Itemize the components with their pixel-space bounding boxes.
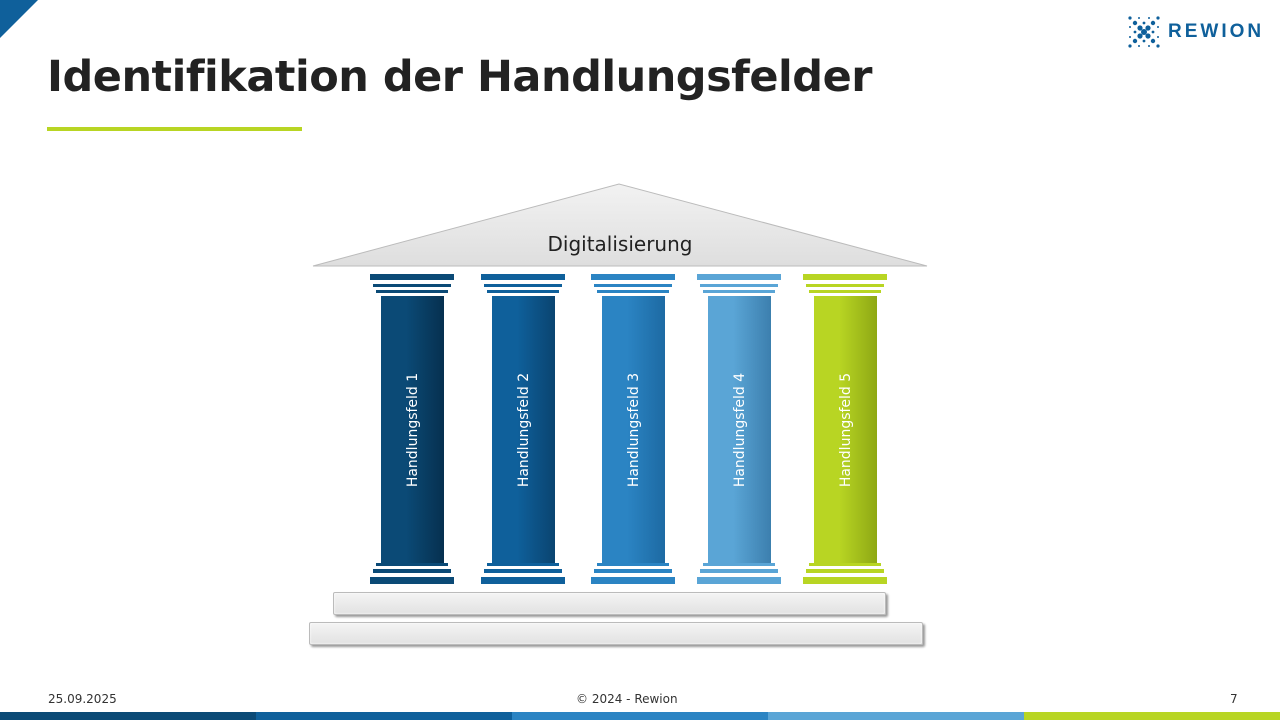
pillar-label: Handlungsfeld 1 bbox=[404, 372, 421, 487]
pillar-capital bbox=[703, 290, 775, 293]
footer-copyright: © 2024 - Rewion bbox=[576, 692, 678, 706]
pillar-base bbox=[697, 577, 781, 584]
pillar-base bbox=[594, 569, 672, 573]
pillar-base bbox=[591, 577, 675, 584]
lower-step bbox=[309, 622, 923, 645]
pillar-1: Handlungsfeld 1 bbox=[370, 274, 454, 586]
pillar-shaft: Handlungsfeld 4 bbox=[708, 296, 771, 563]
pillar-base bbox=[703, 563, 775, 566]
corner-accent bbox=[0, 0, 38, 38]
logo-mark-icon bbox=[1128, 16, 1160, 48]
pillar-base bbox=[809, 563, 881, 566]
page-number: 7 bbox=[1230, 692, 1238, 706]
pillar-capital bbox=[809, 290, 881, 293]
pillar-capital bbox=[484, 284, 562, 287]
pillar-base bbox=[597, 563, 669, 566]
pillar-3: Handlungsfeld 3 bbox=[591, 274, 675, 586]
title-underline bbox=[47, 127, 302, 131]
pillar-capital bbox=[806, 284, 884, 287]
pillar-base bbox=[376, 563, 448, 566]
pillar-capital bbox=[481, 274, 565, 280]
footer-bar-5 bbox=[1024, 712, 1280, 720]
pillar-base bbox=[484, 569, 562, 573]
pillar-base bbox=[370, 577, 454, 584]
logo-text: REWION bbox=[1168, 21, 1265, 42]
roof-label: Digitalisierung bbox=[547, 232, 693, 256]
pillar-2: Handlungsfeld 2 bbox=[481, 274, 565, 586]
pillar-base bbox=[487, 563, 559, 566]
pillar-base bbox=[806, 569, 884, 573]
pillar-label: Handlungsfeld 5 bbox=[837, 372, 854, 487]
pillar-shaft: Handlungsfeld 5 bbox=[814, 296, 877, 563]
pillar-base bbox=[373, 569, 451, 573]
roof bbox=[312, 183, 928, 267]
footer-bar-1 bbox=[0, 712, 256, 720]
pillar-shaft: Handlungsfeld 2 bbox=[492, 296, 555, 563]
pillar-capital bbox=[370, 274, 454, 280]
pillar-capital bbox=[591, 274, 675, 280]
pillar-base bbox=[803, 577, 887, 584]
pillar-base bbox=[700, 569, 778, 573]
rewion-logo: REWION bbox=[1126, 14, 1264, 50]
page-title: Identifikation der Handlungsfelder bbox=[47, 52, 872, 102]
pillar-capital bbox=[487, 290, 559, 293]
pillar-base bbox=[481, 577, 565, 584]
footer-date: 25.09.2025 bbox=[48, 692, 117, 706]
pillar-capital bbox=[803, 274, 887, 280]
pillar-capital bbox=[700, 284, 778, 287]
pillar-capital bbox=[373, 284, 451, 287]
footer-bar-4 bbox=[768, 712, 1024, 720]
pillar-5: Handlungsfeld 5 bbox=[803, 274, 887, 586]
pillar-capital bbox=[594, 284, 672, 287]
pillar-label: Handlungsfeld 4 bbox=[731, 372, 748, 487]
upper-step bbox=[333, 592, 886, 615]
footer-bar-3 bbox=[512, 712, 768, 720]
pillar-shaft: Handlungsfeld 3 bbox=[602, 296, 665, 563]
pillar-4: Handlungsfeld 4 bbox=[697, 274, 781, 586]
pillar-capital bbox=[376, 290, 448, 293]
pillar-shaft: Handlungsfeld 1 bbox=[381, 296, 444, 563]
pillar-label: Handlungsfeld 3 bbox=[625, 372, 642, 487]
pillar-capital bbox=[597, 290, 669, 293]
pillar-label: Handlungsfeld 2 bbox=[515, 372, 532, 487]
footer-bar-2 bbox=[256, 712, 512, 720]
pillar-capital bbox=[697, 274, 781, 280]
